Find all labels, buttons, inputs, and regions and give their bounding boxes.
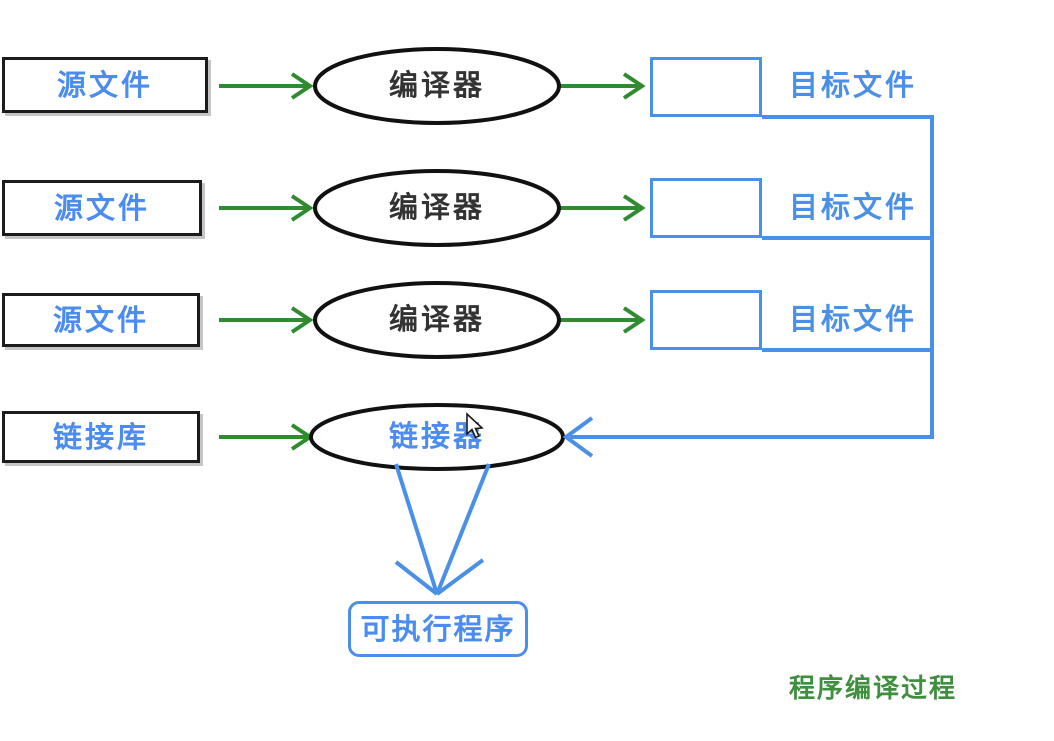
green-arrow-source-to-compiler-2 xyxy=(219,194,314,222)
green-arrow-compiler-to-object-1 xyxy=(556,72,646,100)
object-file-label-1: 目标文件 xyxy=(789,68,918,102)
compiler-ellipse-3 xyxy=(313,281,561,359)
object-file-box-1[interactable] xyxy=(650,57,762,117)
green-arrow-source-to-compiler-3 xyxy=(219,306,314,334)
executable-program-box[interactable]: 可执行程序 xyxy=(348,601,528,657)
source-file-box-3[interactable]: 源文件 xyxy=(2,293,200,347)
green-arrow-compiler-to-object-3 xyxy=(556,306,646,334)
compiler-label-1: 编译器 xyxy=(388,68,485,102)
diagram-caption: 程序编译过程 xyxy=(789,674,958,704)
executable-program-label: 可执行程序 xyxy=(360,611,516,646)
source-file-box-1[interactable]: 源文件 xyxy=(2,57,208,113)
object-file-box-3[interactable] xyxy=(650,290,762,350)
object-file-label-2: 目标文件 xyxy=(789,190,918,224)
compiler-label-3: 编译器 xyxy=(388,302,485,336)
green-arrow-compiler-to-object-2 xyxy=(556,194,646,222)
source-file-label-2: 源文件 xyxy=(53,190,150,225)
link-library-label: 链接库 xyxy=(52,419,149,454)
compiler-ellipse-2 xyxy=(313,169,561,247)
object-file-label-3: 目标文件 xyxy=(789,302,918,336)
compiler-ellipse-1 xyxy=(313,47,561,125)
object-file-box-2[interactable] xyxy=(650,178,762,238)
compiler-label-2: 编译器 xyxy=(388,190,485,224)
link-library-box[interactable]: 链接库 xyxy=(2,411,200,463)
linker-label: 链接器 xyxy=(388,419,485,453)
source-file-box-2[interactable]: 源文件 xyxy=(2,180,202,236)
object-to-linker-connector xyxy=(562,115,934,458)
source-file-label-1: 源文件 xyxy=(56,67,153,102)
source-file-label-3: 源文件 xyxy=(52,302,149,337)
linker-to-executable-arrow xyxy=(394,463,491,596)
green-arrow-source-to-compiler-1 xyxy=(219,72,314,100)
green-arrow-library-to-linker xyxy=(219,423,314,451)
